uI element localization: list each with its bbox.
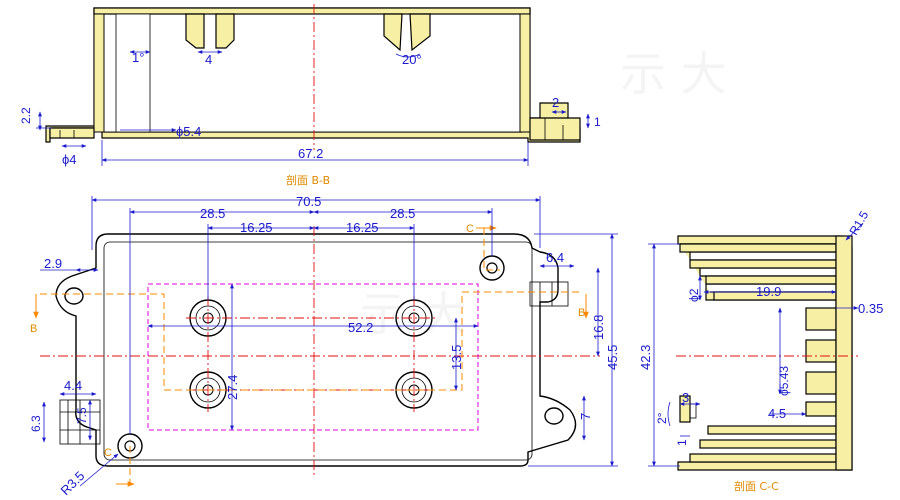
dim-1deg: 1° (132, 50, 144, 65)
dim-52-2: 52.2 (348, 320, 373, 335)
dim-16-8: 16.8 (591, 315, 606, 340)
dim-7-5: 7.5 (75, 407, 89, 424)
dim-1: 1 (675, 439, 689, 446)
dim-27-4: 27.4 (225, 375, 240, 400)
dim-28-5-left: 28.5 (200, 206, 225, 221)
section-cc-view: R1.5 42.3 ϕ2 19.9 0.35 ϕ5.43 4.5 3 2° 1 … (638, 208, 883, 493)
dim-r1-5: R1.5 (846, 208, 871, 237)
dim-2deg: 2° (655, 412, 669, 424)
dim-2: 2 (552, 95, 559, 110)
section-bb-title: 剖面 B-B (286, 173, 330, 187)
dim-phi5-43: ϕ5.43 (777, 366, 791, 396)
dim-19-9: 19.9 (756, 284, 781, 299)
dim-20deg: 20° (402, 52, 422, 67)
dim-7: 7 (578, 413, 593, 420)
dim-67-2: 67.2 (298, 146, 323, 161)
dim-0-35: 0.35 (858, 301, 883, 316)
dim-2-2: 2.2 (19, 107, 33, 124)
dim-16-25-left: 16.25 (240, 220, 273, 235)
dim-3: 3 (682, 390, 689, 405)
dim-phi5-4: ϕ5.4 (176, 124, 201, 139)
dim-4: 4 (205, 52, 212, 67)
section-bb-view: 1° 4 20° 2.2 ϕ4 ϕ5.4 67.2 2 1 剖面 B-B (19, 4, 601, 187)
section-cc-title: 剖面 C-C (734, 479, 779, 493)
dim-6-4: 6.4 (546, 250, 564, 265)
top-view: C C B B 70.5 28.5 28.5 16.25 16.25 2.9 6… (29, 194, 620, 498)
dim-r3-5: R3.5 (58, 468, 88, 498)
dim-70-5: 70.5 (296, 194, 321, 209)
dim-28-5-right: 28.5 (390, 206, 415, 221)
section-marker-c-top: C (466, 223, 474, 235)
dim-4-4: 4.4 (64, 378, 82, 393)
dim-13-5: 13.5 (449, 345, 464, 370)
dim-1: 1 (594, 115, 601, 129)
section-marker-c-bottom: C (104, 447, 112, 459)
dim-6-3: 6.3 (29, 415, 43, 432)
dim-phi4: ϕ4 (62, 152, 77, 167)
section-marker-b-right: B (578, 307, 585, 319)
svg-text:示 大: 示 大 (620, 47, 727, 101)
dim-4-5: 4.5 (768, 406, 786, 421)
dim-phi2: ϕ2 (687, 288, 701, 302)
top-view-outline (55, 233, 577, 467)
dim-2-9: 2.9 (44, 256, 62, 271)
section-marker-b-left: B (30, 323, 37, 335)
dim-45-5: 45.5 (605, 345, 620, 370)
dim-16-25-right: 16.25 (346, 220, 379, 235)
dim-42-3: 42.3 (638, 345, 653, 370)
